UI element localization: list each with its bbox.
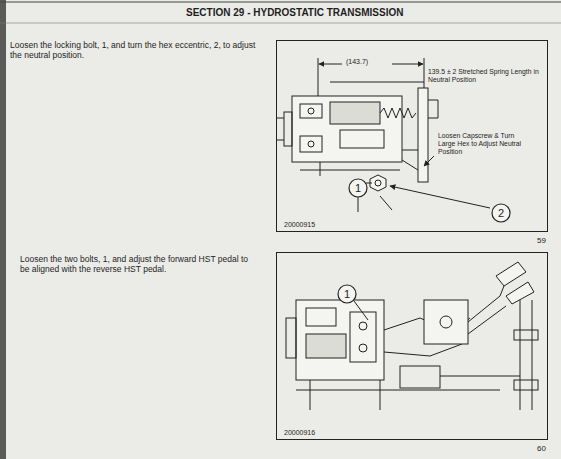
callout-note: Loosen Capscrew & Turn Large Hex to Adju… xyxy=(438,132,530,156)
figure-frame: 20000915 1 2 xyxy=(276,40,548,232)
figure-frame: 20000916 1 xyxy=(276,252,548,440)
binding-shadow xyxy=(0,0,6,459)
step-text: Loosen the two bolts, 1, and adjust the … xyxy=(20,254,252,274)
callout-circle: 1 xyxy=(337,284,357,304)
callout-number: 1 xyxy=(355,182,361,194)
callout-number: 2 xyxy=(498,207,504,219)
section-title: SECTION 29 - HYDROSTATIC TRANSMISSION xyxy=(186,7,403,19)
step-text: Loosen the locking bolt, 1, and turn the… xyxy=(10,40,262,60)
dimension: (143.7) xyxy=(344,58,370,66)
figure-id: 20000915 xyxy=(284,221,547,228)
callout-circle: 2 xyxy=(491,203,511,223)
figure-id: 20000916 xyxy=(284,429,547,436)
title-rule xyxy=(0,23,561,24)
callout-note: 139.5 ± 2 Stretched Spring Length in Neu… xyxy=(428,68,540,84)
figure-number: 59 xyxy=(537,236,546,246)
top-rule xyxy=(0,2,561,3)
pedal-linkage xyxy=(286,262,538,410)
callout-circle: 1 xyxy=(348,178,368,198)
callout-number: 1 xyxy=(344,288,350,300)
figure-number: 60 xyxy=(537,444,546,454)
